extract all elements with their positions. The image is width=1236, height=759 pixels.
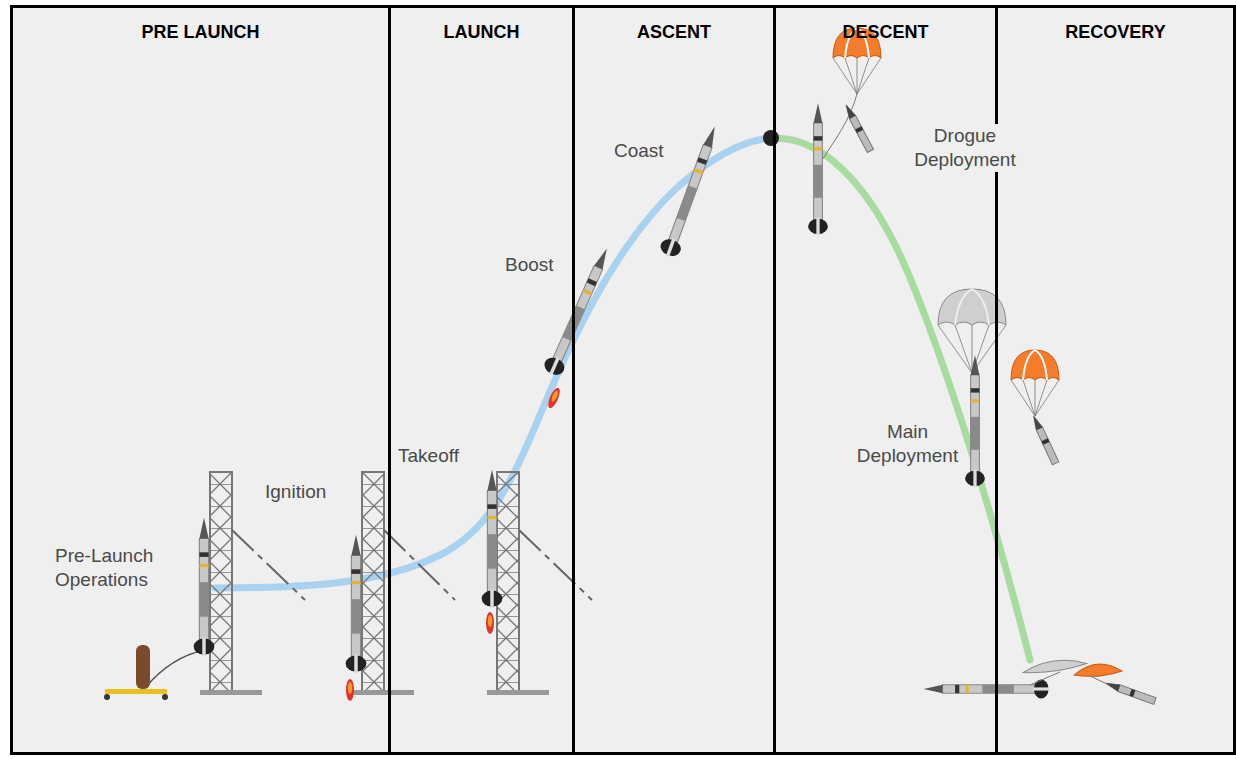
phase-band: DESCENT (773, 5, 998, 755)
phase-heading: DESCENT (776, 22, 995, 43)
stage-label: Ignition (265, 480, 365, 504)
stage-label: Coast (614, 139, 694, 163)
phase-band: RECOVERY (995, 5, 1236, 755)
stage-label: Main Deployment (845, 420, 970, 468)
stage-label: Drogue Deployment (888, 124, 1042, 172)
stage-label: Takeoff (398, 444, 498, 468)
phase-heading: RECOVERY (998, 22, 1233, 43)
phase-heading: ASCENT (575, 22, 773, 43)
stage-label: Pre-Launch Operations (55, 544, 215, 592)
phase-band: ASCENT (572, 5, 776, 755)
phase-heading: LAUNCH (391, 22, 572, 43)
phase-heading: PRE LAUNCH (13, 22, 388, 43)
phase-band: LAUNCH (388, 5, 575, 755)
phase-band: PRE LAUNCH (10, 5, 391, 755)
stage-label: Boost (505, 253, 575, 277)
